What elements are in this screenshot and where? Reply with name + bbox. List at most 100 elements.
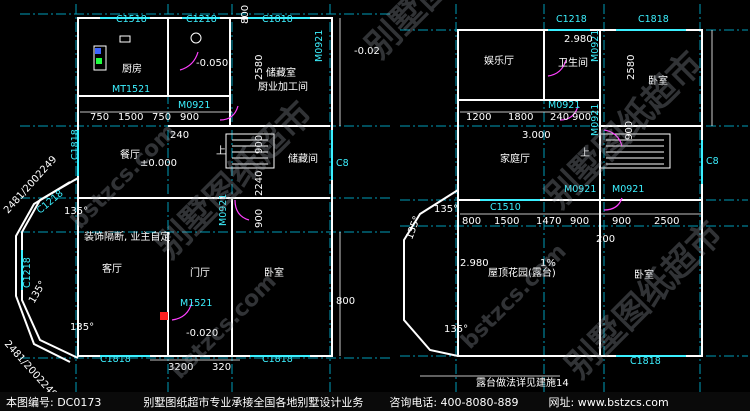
- angle: 135°: [64, 206, 88, 217]
- dimension: 2580: [626, 55, 637, 80]
- dimension: 750: [152, 112, 171, 123]
- watermark: 别墅图纸超市: [148, 94, 321, 267]
- door-label: M0921: [612, 184, 644, 195]
- room-name: 家庭厅: [500, 152, 530, 165]
- level-mark: ±0.000: [140, 158, 177, 169]
- window-label: C1510: [490, 202, 521, 213]
- left-window-bars: [21, 17, 333, 357]
- dimension: 1500: [118, 112, 143, 123]
- dimension: 800: [240, 5, 251, 24]
- footer-bar: 本图编号: DC0173 别墅图纸超市专业承接全国各地别墅设计业务 咨询电话: …: [0, 392, 750, 411]
- watermark: bstzcs.com: [67, 119, 182, 234]
- dimension: 1200: [466, 112, 491, 123]
- dimension: 2240: [254, 171, 265, 196]
- window-label: C1818: [630, 356, 661, 367]
- dimension: 3200: [168, 362, 193, 373]
- door-label: M0921: [590, 104, 601, 136]
- window-label: C1218: [556, 14, 587, 25]
- dimension: 200: [596, 234, 615, 245]
- level-mark: -0.02: [354, 46, 380, 57]
- door-label: M0921: [564, 184, 596, 195]
- dimension: 2500: [654, 216, 679, 227]
- left-stair: [225, 133, 275, 169]
- left-dimension-lines: [80, 18, 341, 361]
- level-mark: 2.980: [564, 34, 593, 45]
- level-mark: -0.050: [196, 58, 228, 69]
- floor-plan-drawing: C1518 C1218 C1818 C1818 C1818 C1818 C121…: [2, 0, 748, 392]
- room-name: 娱乐厅: [484, 54, 514, 67]
- window-label: C1218: [186, 14, 217, 25]
- column-marker: [160, 312, 168, 320]
- angle: 135°: [444, 324, 468, 335]
- dimension: 800: [462, 216, 481, 227]
- door-label: M0921: [590, 30, 601, 62]
- room-name: 厨房: [122, 62, 142, 75]
- left-door-swings: [171, 51, 250, 321]
- room-name: 卫生间: [558, 56, 588, 69]
- right-window-bars: [480, 29, 703, 357]
- level-mark: 2.980: [460, 258, 489, 269]
- stair-up: 上: [216, 145, 226, 157]
- right-floor-plan: C1218 C1818 C1510 C1818 C8 M0921 M0921 M…: [400, 4, 748, 392]
- dimension: 750: [90, 112, 109, 123]
- room-name: 卧室: [634, 268, 654, 281]
- dimension: 900: [180, 112, 199, 123]
- window-label: C1818: [262, 354, 293, 365]
- room-name: 储藏间: [288, 152, 318, 165]
- door-label: M0921: [218, 194, 229, 226]
- door-label: M0921: [178, 100, 210, 111]
- dimension: 900: [612, 216, 631, 227]
- left-walls: [15, 17, 333, 363]
- angle: 135°: [404, 215, 423, 241]
- angle: 135°: [434, 204, 458, 215]
- room-note: 露台做法详见建施14: [476, 376, 569, 389]
- dimension: 1800: [508, 112, 533, 123]
- room-note: 装饰隔断, 业主自定: [84, 230, 170, 243]
- room-name: 厨业加工间: [258, 80, 308, 93]
- window-label: C1518: [116, 14, 147, 25]
- right-stair: [599, 133, 671, 169]
- dimension: 320: [212, 362, 231, 373]
- door-label: MT1521: [112, 84, 150, 95]
- dimension: 240: [170, 130, 189, 141]
- dimension: 1470: [536, 216, 561, 227]
- kitchen-fixtures: [93, 32, 202, 71]
- window-label: C1218: [22, 257, 33, 288]
- window-label: C8: [336, 158, 349, 169]
- window-label: C1818: [638, 14, 669, 25]
- window-label: C1818: [262, 14, 293, 25]
- room-name: 卧室: [648, 74, 668, 87]
- drawing-code: 本图编号: DC0173: [6, 395, 102, 409]
- door-label: M0921: [548, 100, 580, 111]
- watermark: bstzcs.com: [457, 239, 572, 354]
- dimension: 240: [550, 112, 569, 123]
- room-name: 餐厅: [120, 148, 140, 161]
- website-link[interactable]: 网址: www.bstzcs.com: [548, 395, 669, 409]
- dimension: 900: [624, 121, 635, 140]
- angle: 135°: [70, 322, 94, 333]
- dimension: 2481/2002249: [2, 339, 59, 392]
- room-name: 门厅: [190, 266, 210, 279]
- level-mark: 3.000: [522, 130, 551, 141]
- right-door-swings: [547, 59, 623, 211]
- room-name: 客厅: [102, 262, 122, 275]
- room-name: 卧室: [264, 266, 284, 279]
- door-label: M1521: [180, 298, 212, 309]
- slope: 1%: [540, 258, 556, 269]
- dimension: 900: [572, 112, 591, 123]
- dimension: 900: [254, 135, 265, 154]
- dimension: 900: [570, 216, 589, 227]
- dimension: 2580: [254, 55, 265, 80]
- room-name: 屋顶花园(露台): [488, 266, 556, 279]
- room-name: 储藏室: [266, 66, 296, 79]
- slogan: 别墅图纸超市专业承接全国各地别墅设计业务: [143, 395, 364, 409]
- dimension: 800: [336, 296, 355, 307]
- contact-phone: 咨询电话: 400-8080-889: [389, 395, 519, 409]
- window-label: C1818: [100, 354, 131, 365]
- window-label: C1818: [70, 129, 81, 160]
- dimension: 900: [254, 209, 265, 228]
- dimension: 1500: [494, 216, 519, 227]
- stair-up: 上: [580, 147, 590, 159]
- window-label: C8: [706, 156, 719, 167]
- door-label: M0921: [314, 30, 325, 62]
